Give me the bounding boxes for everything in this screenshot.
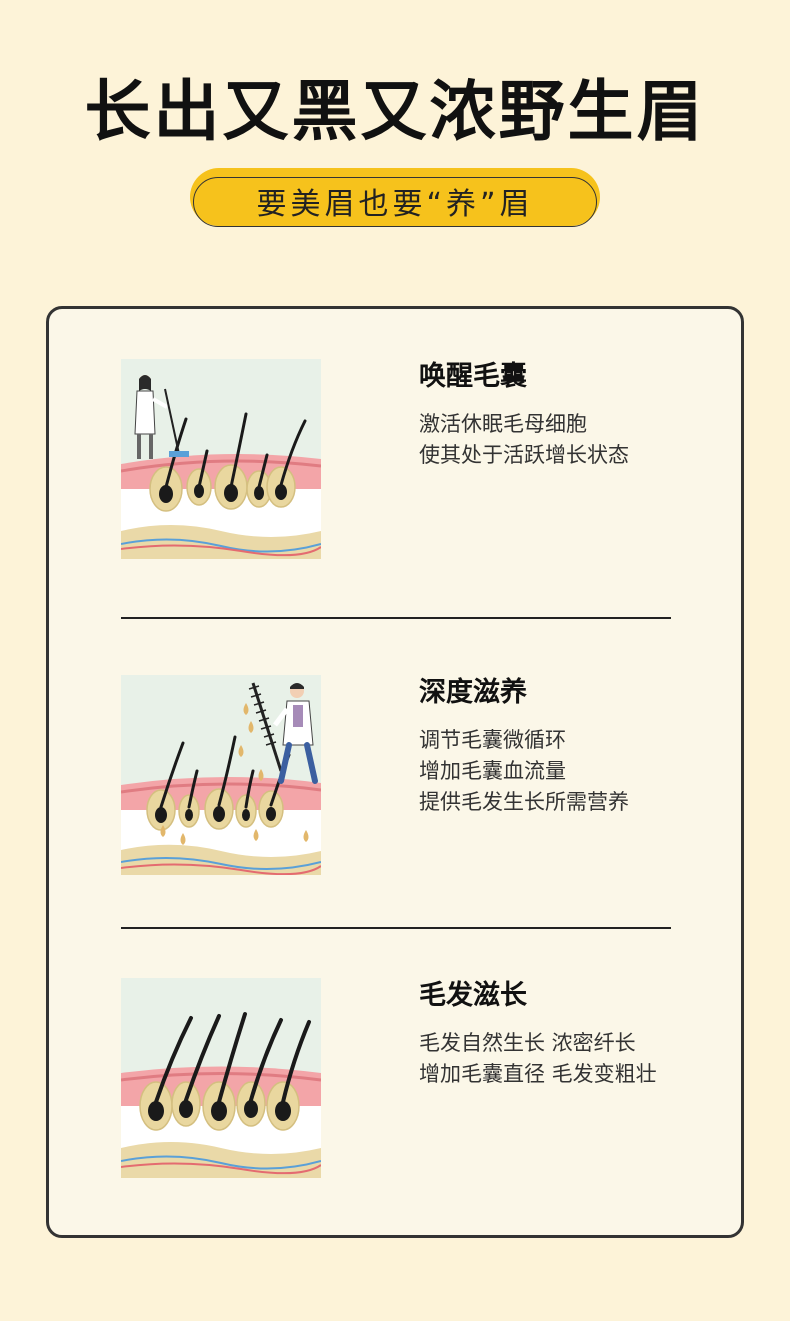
feature-text-growth: 毛发滋长 毛发自然生长 浓密纤长 增加毛囊直径 毛发变粗壮 (419, 978, 709, 1090)
feature-text-nourish: 深度滋养 调节毛囊微循环 增加毛囊血流量 提供毛发生长所需营养 (419, 675, 709, 818)
divider (121, 617, 671, 619)
feature-card: 唤醒毛囊 激活休眠毛母细胞 使其处于活跃增长状态 (46, 306, 744, 1238)
feature-title: 深度滋养 (419, 677, 527, 708)
page-title: 长出又黑又浓野生眉 (84, 73, 706, 150)
feature-desc-line: 调节毛囊微循环 (419, 728, 566, 752)
illustration-awaken (121, 359, 321, 559)
feature-desc-line: 激活休眠毛母细胞 (419, 412, 587, 436)
feature-hair-growth: 毛发滋长 毛发自然生长 浓密纤长 增加毛囊直径 毛发变粗壮 (121, 978, 681, 1178)
feature-desc-line: 提供毛发生长所需营养 (419, 790, 629, 814)
feature-awaken-follicle: 唤醒毛囊 激活休眠毛母细胞 使其处于活跃增长状态 (121, 359, 681, 559)
feature-title: 唤醒毛囊 (419, 361, 527, 392)
divider (121, 927, 671, 929)
subtitle-pill: 要美眉也要“养”眉 (190, 168, 600, 227)
subtitle-text: 要美眉也要“养”眉 (256, 187, 534, 222)
feature-deep-nourish: 深度滋养 调节毛囊微循环 增加毛囊血流量 提供毛发生长所需营养 (121, 675, 681, 875)
feature-desc-line: 毛发自然生长 浓密纤长 (419, 1031, 636, 1055)
feature-title: 毛发滋长 (419, 980, 527, 1011)
feature-desc-line: 增加毛囊血流量 (419, 759, 566, 783)
feature-desc-line: 使其处于活跃增长状态 (419, 443, 629, 467)
illustration-nourish (121, 675, 321, 875)
illustration-growth (121, 978, 321, 1178)
feature-desc-line: 增加毛囊直径 毛发变粗壮 (419, 1062, 657, 1086)
feature-text-awaken: 唤醒毛囊 激活休眠毛母细胞 使其处于活跃增长状态 (419, 359, 709, 471)
